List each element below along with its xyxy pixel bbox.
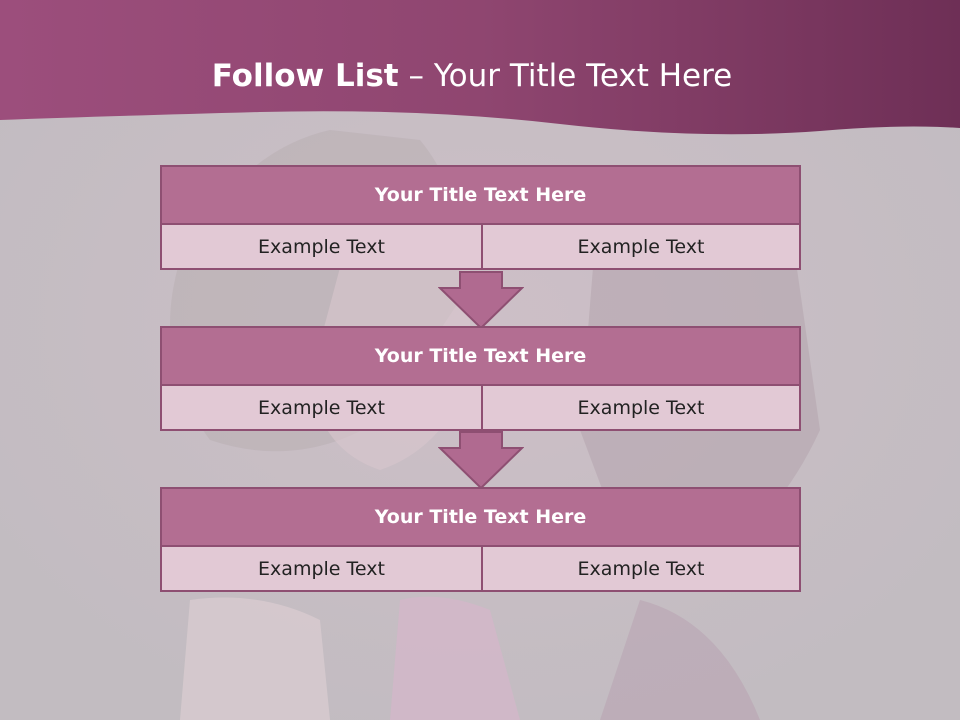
- step-right-text: Example Text: [577, 236, 705, 258]
- down-arrow-icon: [438, 271, 524, 330]
- step-box-2: Your Title Text Here Example Text Exampl…: [160, 326, 801, 431]
- step-left-text: Example Text: [162, 547, 483, 592]
- header-band: [0, 0, 960, 135]
- title-bold: Follow List: [211, 58, 399, 94]
- step-box-3: Your Title Text Here Example Text Exampl…: [160, 487, 801, 592]
- step-right-text: Example Text: [577, 397, 705, 419]
- step-left-text: Example Text: [162, 386, 483, 431]
- step-right-text: Example Text: [577, 558, 705, 580]
- title-rest: – Your Title Text Here: [398, 58, 733, 94]
- step-title: Your Title Text Here: [162, 328, 799, 386]
- step-title: Your Title Text Here: [162, 167, 799, 225]
- step-box-1: Your Title Text Here Example Text Exampl…: [160, 165, 801, 270]
- step-title: Your Title Text Here: [162, 489, 799, 547]
- down-arrow-icon: [438, 431, 524, 490]
- page-title: Follow List – Your Title Text Here: [0, 54, 944, 98]
- step-left-text: Example Text: [162, 225, 483, 270]
